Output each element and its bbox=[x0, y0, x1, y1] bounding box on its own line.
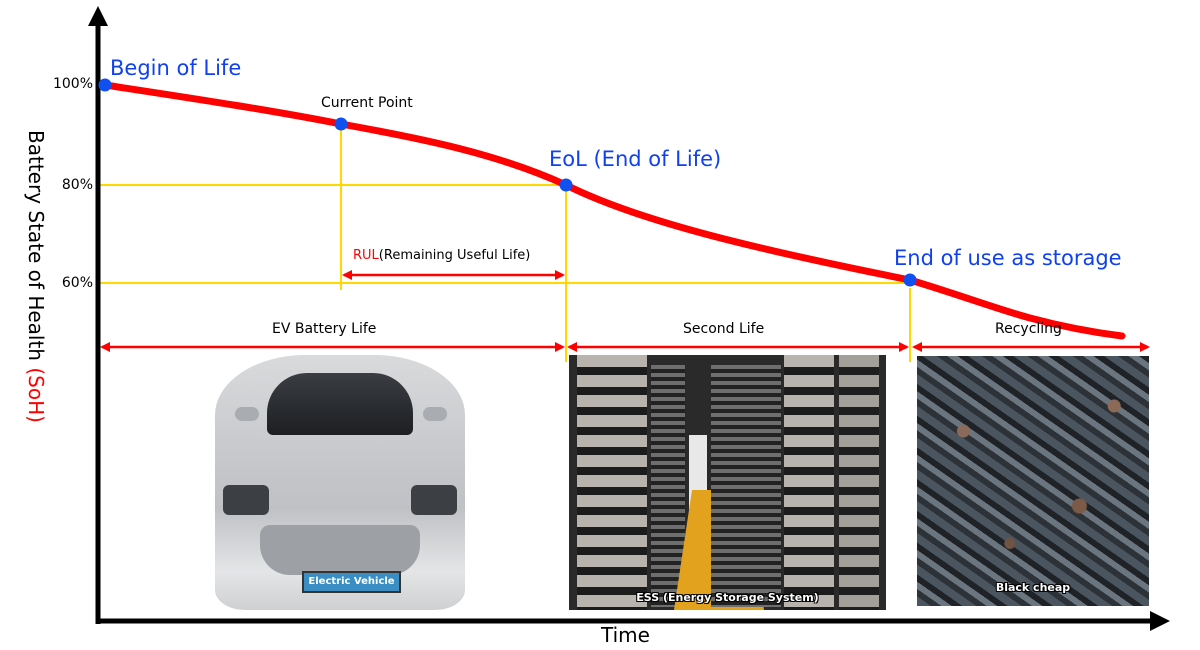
ess-rack-right bbox=[784, 355, 834, 610]
y-axis-label-soh: (SoH) bbox=[24, 367, 48, 423]
y-tick-80: 80% bbox=[61, 177, 93, 193]
marker-current-point bbox=[334, 117, 348, 131]
black-mass-caption: Black cheap bbox=[995, 581, 1071, 594]
car-headlight-right bbox=[411, 485, 457, 515]
soh-curve bbox=[101, 81, 1126, 340]
rul-label: RUL(Remaining Useful Life) bbox=[353, 248, 530, 263]
ess-rack-door bbox=[839, 355, 879, 610]
ev-plate-caption: Electric Vehicle bbox=[302, 571, 401, 593]
y-tick-100: 100% bbox=[52, 76, 93, 92]
guide-lines bbox=[100, 124, 911, 362]
x-axis-arrow-icon bbox=[1150, 611, 1170, 631]
ev-photo: Electric Vehicle bbox=[205, 355, 485, 613]
car-windshield bbox=[267, 373, 413, 435]
phase-label-ev: EV Battery Life bbox=[272, 321, 377, 337]
label-eol: EoL (End of Life) bbox=[549, 147, 722, 171]
phase-label-second: Second Life bbox=[683, 321, 765, 337]
black-mass-photo: Black cheap bbox=[917, 356, 1149, 606]
ess-rack-right-inner bbox=[711, 365, 781, 608]
y-axis-label-main: Battery State of Health bbox=[24, 130, 48, 368]
y-axis-label: Battery State of Health (SoH) bbox=[24, 130, 48, 423]
car-grille bbox=[260, 525, 420, 575]
phase-label-recycle: Recycling bbox=[995, 321, 1062, 337]
ess-photo: ESS (Energy Storage System) bbox=[569, 355, 886, 610]
y-axis-arrow-icon bbox=[88, 6, 108, 26]
y-tick-60: 60% bbox=[61, 275, 93, 291]
car-headlight-left bbox=[223, 485, 269, 515]
car-mirror-right bbox=[423, 407, 447, 421]
ess-rack-left-inner bbox=[651, 365, 685, 608]
x-axis-label: Time bbox=[601, 623, 650, 647]
marker-end-of-storage bbox=[903, 273, 917, 287]
label-begin-of-life: Begin of Life bbox=[110, 56, 242, 80]
car-mirror-left bbox=[235, 407, 259, 421]
rul-label-text: (Remaining Useful Life) bbox=[378, 248, 531, 263]
label-current-point: Current Point bbox=[321, 95, 413, 111]
rul-label-abbrev: RUL bbox=[353, 248, 379, 263]
ess-rack-left bbox=[577, 355, 647, 610]
label-end-of-storage: End of use as storage bbox=[894, 246, 1122, 270]
ess-caption: ESS (Energy Storage System) bbox=[636, 591, 819, 604]
marker-begin-of-life bbox=[98, 78, 112, 92]
marker-eol bbox=[559, 178, 573, 192]
